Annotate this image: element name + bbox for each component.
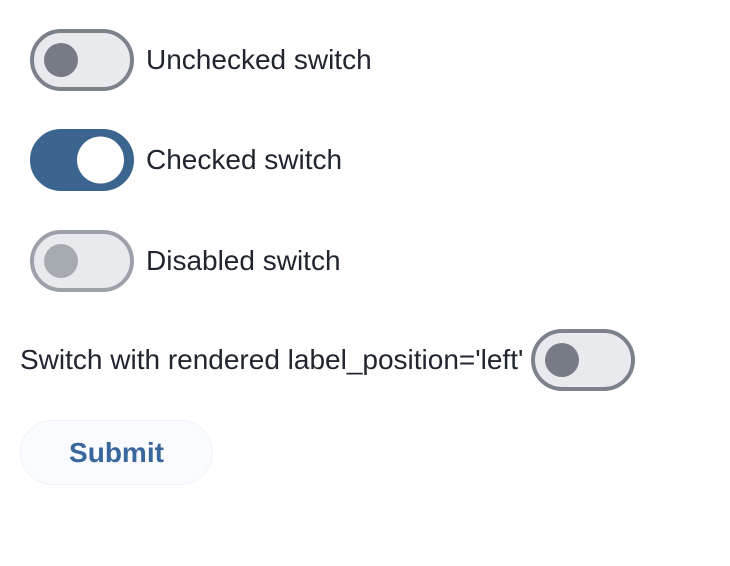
switch-knob bbox=[44, 244, 78, 278]
toggle-switch-label-left[interactable] bbox=[531, 329, 636, 391]
switch-label: Checked switch bbox=[146, 143, 343, 175]
toggle-switch-disabled bbox=[30, 230, 134, 292]
switch-row-unchecked: Unchecked switch bbox=[30, 29, 372, 91]
switch-row-checked: Checked switch bbox=[30, 129, 342, 191]
switch-label: Disabled switch bbox=[146, 244, 341, 276]
switch-label: Switch with rendered label_position='lef… bbox=[20, 343, 524, 375]
switch-knob bbox=[77, 136, 124, 184]
submit-button[interactable]: Submit bbox=[20, 420, 213, 485]
switch-knob bbox=[44, 43, 78, 77]
switch-row-label-left: Switch with rendered label_position='lef… bbox=[20, 329, 636, 391]
toggle-switch-checked[interactable] bbox=[30, 129, 134, 191]
switch-row-disabled: Disabled switch bbox=[30, 230, 341, 292]
switch-label: Unchecked switch bbox=[146, 43, 372, 75]
toggle-switch-unchecked[interactable] bbox=[30, 29, 134, 91]
switch-knob bbox=[545, 343, 580, 377]
